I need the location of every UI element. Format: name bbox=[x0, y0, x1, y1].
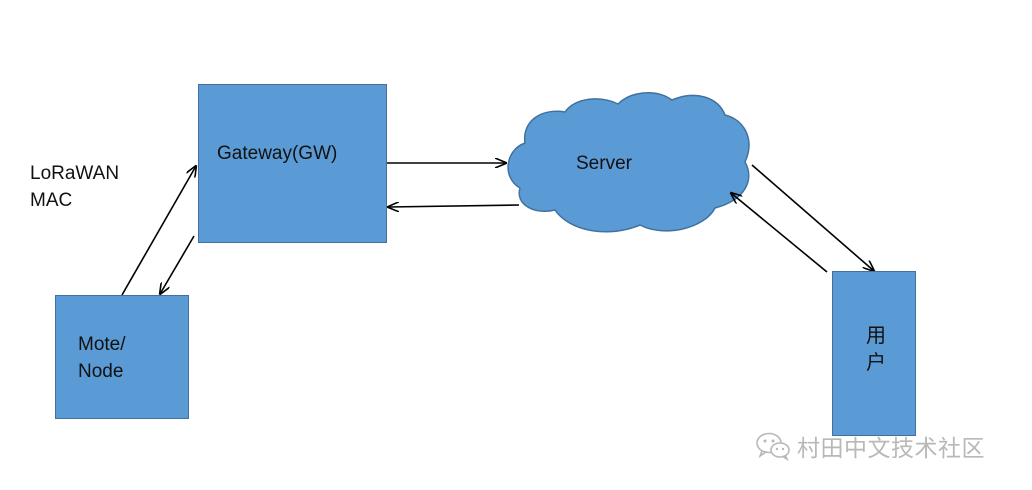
mote-label-line: Node bbox=[78, 361, 124, 382]
arrow-server-to-gateway bbox=[388, 205, 520, 207]
mote-label-line: Mote/ bbox=[78, 334, 126, 355]
gateway-node bbox=[198, 84, 387, 243]
mote-label: Mote/ Node bbox=[78, 331, 126, 385]
annotation-line: LoRaWAN bbox=[30, 163, 120, 184]
gateway-label: Gateway(GW) bbox=[217, 143, 338, 164]
server-label: Server bbox=[576, 153, 632, 174]
lorawan-mac-annotation: LoRaWAN MAC bbox=[30, 160, 119, 214]
arrow-mote-to-gateway bbox=[121, 166, 196, 296]
wechat-icon bbox=[756, 432, 790, 461]
annotation-line: MAC bbox=[30, 190, 73, 211]
server-cloud bbox=[507, 92, 750, 233]
user-label-line: 户 bbox=[866, 350, 886, 374]
arrow-user-to-server bbox=[731, 193, 828, 273]
arrow-server-to-user bbox=[751, 164, 874, 271]
user-label-line: 用 bbox=[866, 323, 886, 347]
user-label: 用 户 bbox=[866, 322, 886, 376]
arrow-gateway-to-mote bbox=[160, 235, 195, 294]
user-node bbox=[832, 271, 916, 436]
watermark: 村田中文技术社区 bbox=[755, 428, 985, 464]
watermark-text: 村田中文技术社区 bbox=[797, 436, 985, 462]
mote-node bbox=[55, 295, 189, 419]
